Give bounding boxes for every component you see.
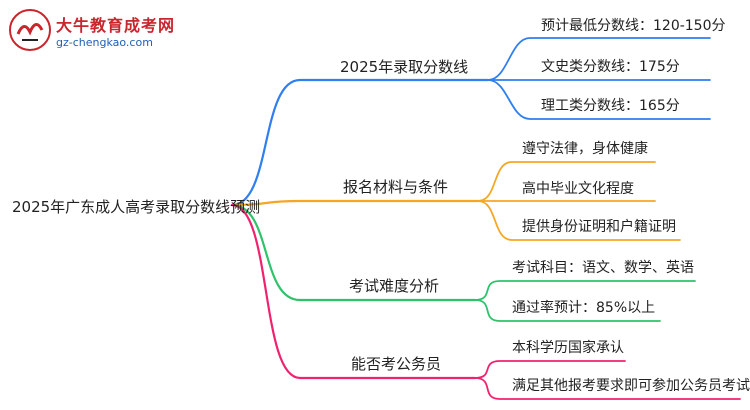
leaf-3-1: 考试科目：语文、数学、英语 — [512, 259, 694, 276]
leaf-4-2: 满足其他报考要求即可参加公务员考试 — [512, 377, 750, 394]
branch-2-connector — [230, 199, 480, 207]
leaf-1-1: 预计最低分数线：120-150分 — [541, 18, 726, 34]
branch-1-label: 2025年录取分数线 — [340, 58, 468, 76]
branch-2-label: 报名材料与条件 — [343, 178, 448, 196]
leaf-3-1-connector — [474, 280, 696, 301]
leaf-1-1-connector — [487, 37, 711, 81]
leaf-3-2-connector — [474, 299, 661, 322]
leaf-1-3-connector — [487, 79, 711, 120]
leaf-2-3-connector — [477, 200, 681, 241]
leaf-4-2-connector — [474, 377, 741, 400]
branch-4-connector — [230, 203, 477, 380]
branch-1-connector — [230, 78, 490, 207]
logo-url: gz-chengkao.com — [56, 36, 153, 49]
leaf-4-1-connector — [474, 360, 626, 379]
leaf-1-3: 理工类分数线：165分 — [541, 98, 680, 114]
site-logo: 大牛教育成考网 gz-chengkao.com — [6, 6, 196, 56]
leaf-2-2: 高中毕业文化程度 — [522, 180, 634, 197]
branch-4-label: 能否考公务员 — [351, 355, 441, 373]
leaf-2-1: 遵守法律，身体健康 — [522, 140, 648, 157]
leaf-2-3: 提供身份证明和户籍证明 — [522, 218, 676, 235]
leaf-1-2: 文史类分数线：175分 — [541, 59, 680, 75]
root-node-label: 2025年广东成人高考录取分数线预测 — [12, 198, 260, 216]
logo-emblem-icon — [9, 9, 51, 51]
leaf-3-2: 通过率预计：85%以上 — [512, 299, 655, 316]
branch-3-label: 考试难度分析 — [349, 277, 439, 295]
leaf-2-1-connector — [477, 161, 656, 202]
branch-3-connector — [230, 203, 477, 302]
logo-title: 大牛教育成考网 — [56, 16, 176, 35]
leaf-4-1: 本科学历国家承认 — [512, 339, 624, 356]
